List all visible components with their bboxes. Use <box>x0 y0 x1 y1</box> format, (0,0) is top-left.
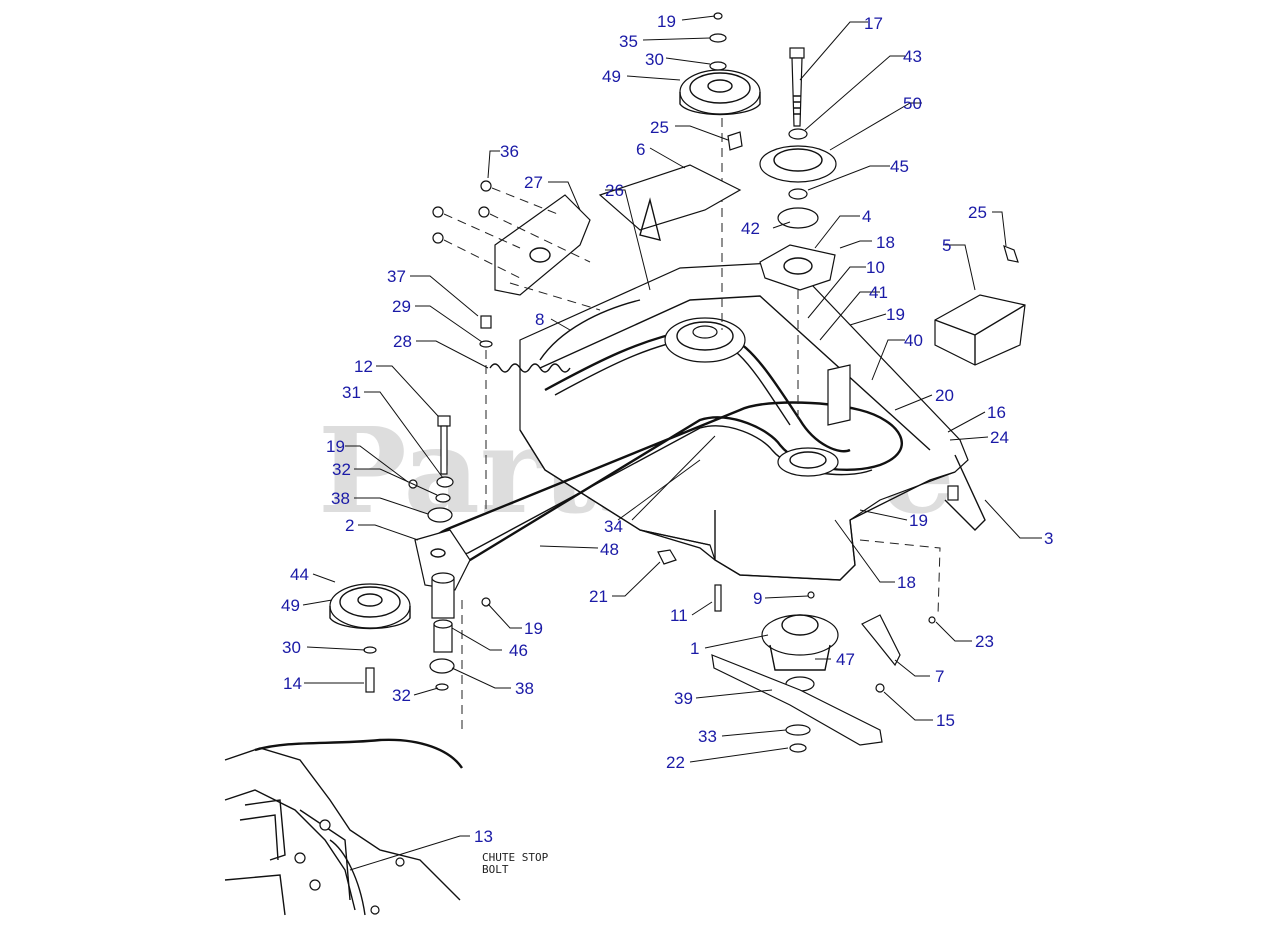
deck-idler-pulley <box>777 447 839 477</box>
callout-50: 50 <box>903 94 922 113</box>
nut-21 <box>657 549 677 565</box>
callout-33: 33 <box>698 727 717 746</box>
callout-24: 24 <box>990 428 1009 447</box>
callout-26: 26 <box>605 181 624 200</box>
chute-stop-label-line2: BOLT <box>482 863 509 876</box>
idler-bracket-leg <box>639 197 661 241</box>
callout-44: 44 <box>290 565 309 584</box>
idler-arm <box>414 529 471 591</box>
callout-30: 30 <box>645 50 664 69</box>
callout-25-top: 25 <box>650 118 669 137</box>
callout-1: 1 <box>690 639 699 658</box>
callout-3: 3 <box>1044 529 1053 548</box>
callout-7: 7 <box>935 667 944 686</box>
bracket-40 <box>827 364 851 426</box>
bracket-7 <box>861 614 901 667</box>
callout-19-right: 19 <box>886 305 905 324</box>
callout-4: 4 <box>862 207 871 226</box>
callout-27: 27 <box>524 173 543 192</box>
callout-41: 41 <box>869 283 888 302</box>
callout-2: 2 <box>345 516 354 535</box>
callout-16: 16 <box>987 403 1006 422</box>
callout-28: 28 <box>393 332 412 351</box>
callout-21: 21 <box>589 587 608 606</box>
callout-17: 17 <box>864 14 883 33</box>
callout-20: 20 <box>935 386 954 405</box>
callout-39: 39 <box>674 689 693 708</box>
bolt-25-top <box>727 131 743 151</box>
inset-view <box>224 738 463 916</box>
callout-22: 22 <box>666 753 685 772</box>
callout-37: 37 <box>387 267 406 286</box>
callout-40: 40 <box>904 331 923 350</box>
callout-42: 42 <box>741 219 760 238</box>
callout-9: 9 <box>753 589 762 608</box>
callout-23: 23 <box>975 632 994 651</box>
chute-stop-label-line1: CHUTE STOP <box>482 851 549 864</box>
callout-29: 29 <box>392 297 411 316</box>
callout-11: 11 <box>670 606 688 625</box>
mower-blade <box>711 654 883 746</box>
tension-spring <box>489 363 571 373</box>
plate-hole <box>529 247 551 263</box>
callout-46: 46 <box>509 641 528 660</box>
callout-18-bottom: 18 <box>897 573 916 592</box>
callout-19-left: 19 <box>326 437 345 456</box>
callout-25-right: 25 <box>968 203 987 222</box>
bolt-25-right <box>1003 244 1019 263</box>
left-idler-pulley <box>329 583 411 693</box>
blade-spindle-assembly <box>761 591 839 692</box>
callout-36: 36 <box>500 142 519 161</box>
callout-43: 43 <box>903 47 922 66</box>
callout-32-top: 32 <box>332 460 351 479</box>
callout-49: 49 <box>602 67 621 86</box>
callout-15: 15 <box>936 711 955 730</box>
washer-33 <box>785 724 811 736</box>
callout-19: 19 <box>657 12 676 31</box>
spindle-stack-right <box>759 47 837 291</box>
bolt-11 <box>714 584 722 612</box>
callout-34: 34 <box>604 517 623 536</box>
idler-arm-hole <box>430 548 446 558</box>
plate-dash-lines <box>443 187 601 311</box>
callout-labels: 19 35 30 49 17 43 50 25 6 45 42 4 18 10 … <box>281 12 1053 846</box>
callout-38-bottom: 38 <box>515 679 534 698</box>
bolt-37 <box>480 315 492 329</box>
left-bolt-stack <box>408 415 454 523</box>
washer-29 <box>479 340 493 348</box>
callout-19-mid: 19 <box>909 511 928 530</box>
bracket-dash <box>859 539 941 616</box>
callout-10: 10 <box>866 258 885 277</box>
leader-lines <box>302 15 1042 871</box>
callout-6: 6 <box>636 140 645 159</box>
belt-guard <box>934 294 1026 366</box>
upper-idler-pulley-stack <box>679 12 761 116</box>
deck-spindle-pulley <box>664 317 746 363</box>
callout-30-left: 30 <box>282 638 301 657</box>
plate-bolts <box>432 180 492 244</box>
callout-31: 31 <box>342 383 361 402</box>
belt-guard-edges <box>934 304 1026 365</box>
bolt-15 <box>875 683 885 693</box>
callout-35: 35 <box>619 32 638 51</box>
nut-22 <box>789 743 807 753</box>
support-plate <box>494 194 591 296</box>
callout-48: 48 <box>600 540 619 559</box>
callout-47: 47 <box>836 650 855 669</box>
bolt-23 <box>928 616 936 624</box>
callout-45: 45 <box>890 157 909 176</box>
callout-19-bottom: 19 <box>524 619 543 638</box>
bushing-spacer <box>429 572 455 691</box>
callout-8: 8 <box>535 310 544 329</box>
callout-32-bottom: 32 <box>392 686 411 705</box>
callout-12: 12 <box>354 357 373 376</box>
callout-49-left: 49 <box>281 596 300 615</box>
callout-14: 14 <box>283 674 302 693</box>
callout-18-top: 18 <box>876 233 895 252</box>
callout-38-top: 38 <box>331 489 350 508</box>
callout-5: 5 <box>942 236 951 255</box>
callout-13: 13 <box>474 827 493 846</box>
deck-rod <box>539 299 641 361</box>
